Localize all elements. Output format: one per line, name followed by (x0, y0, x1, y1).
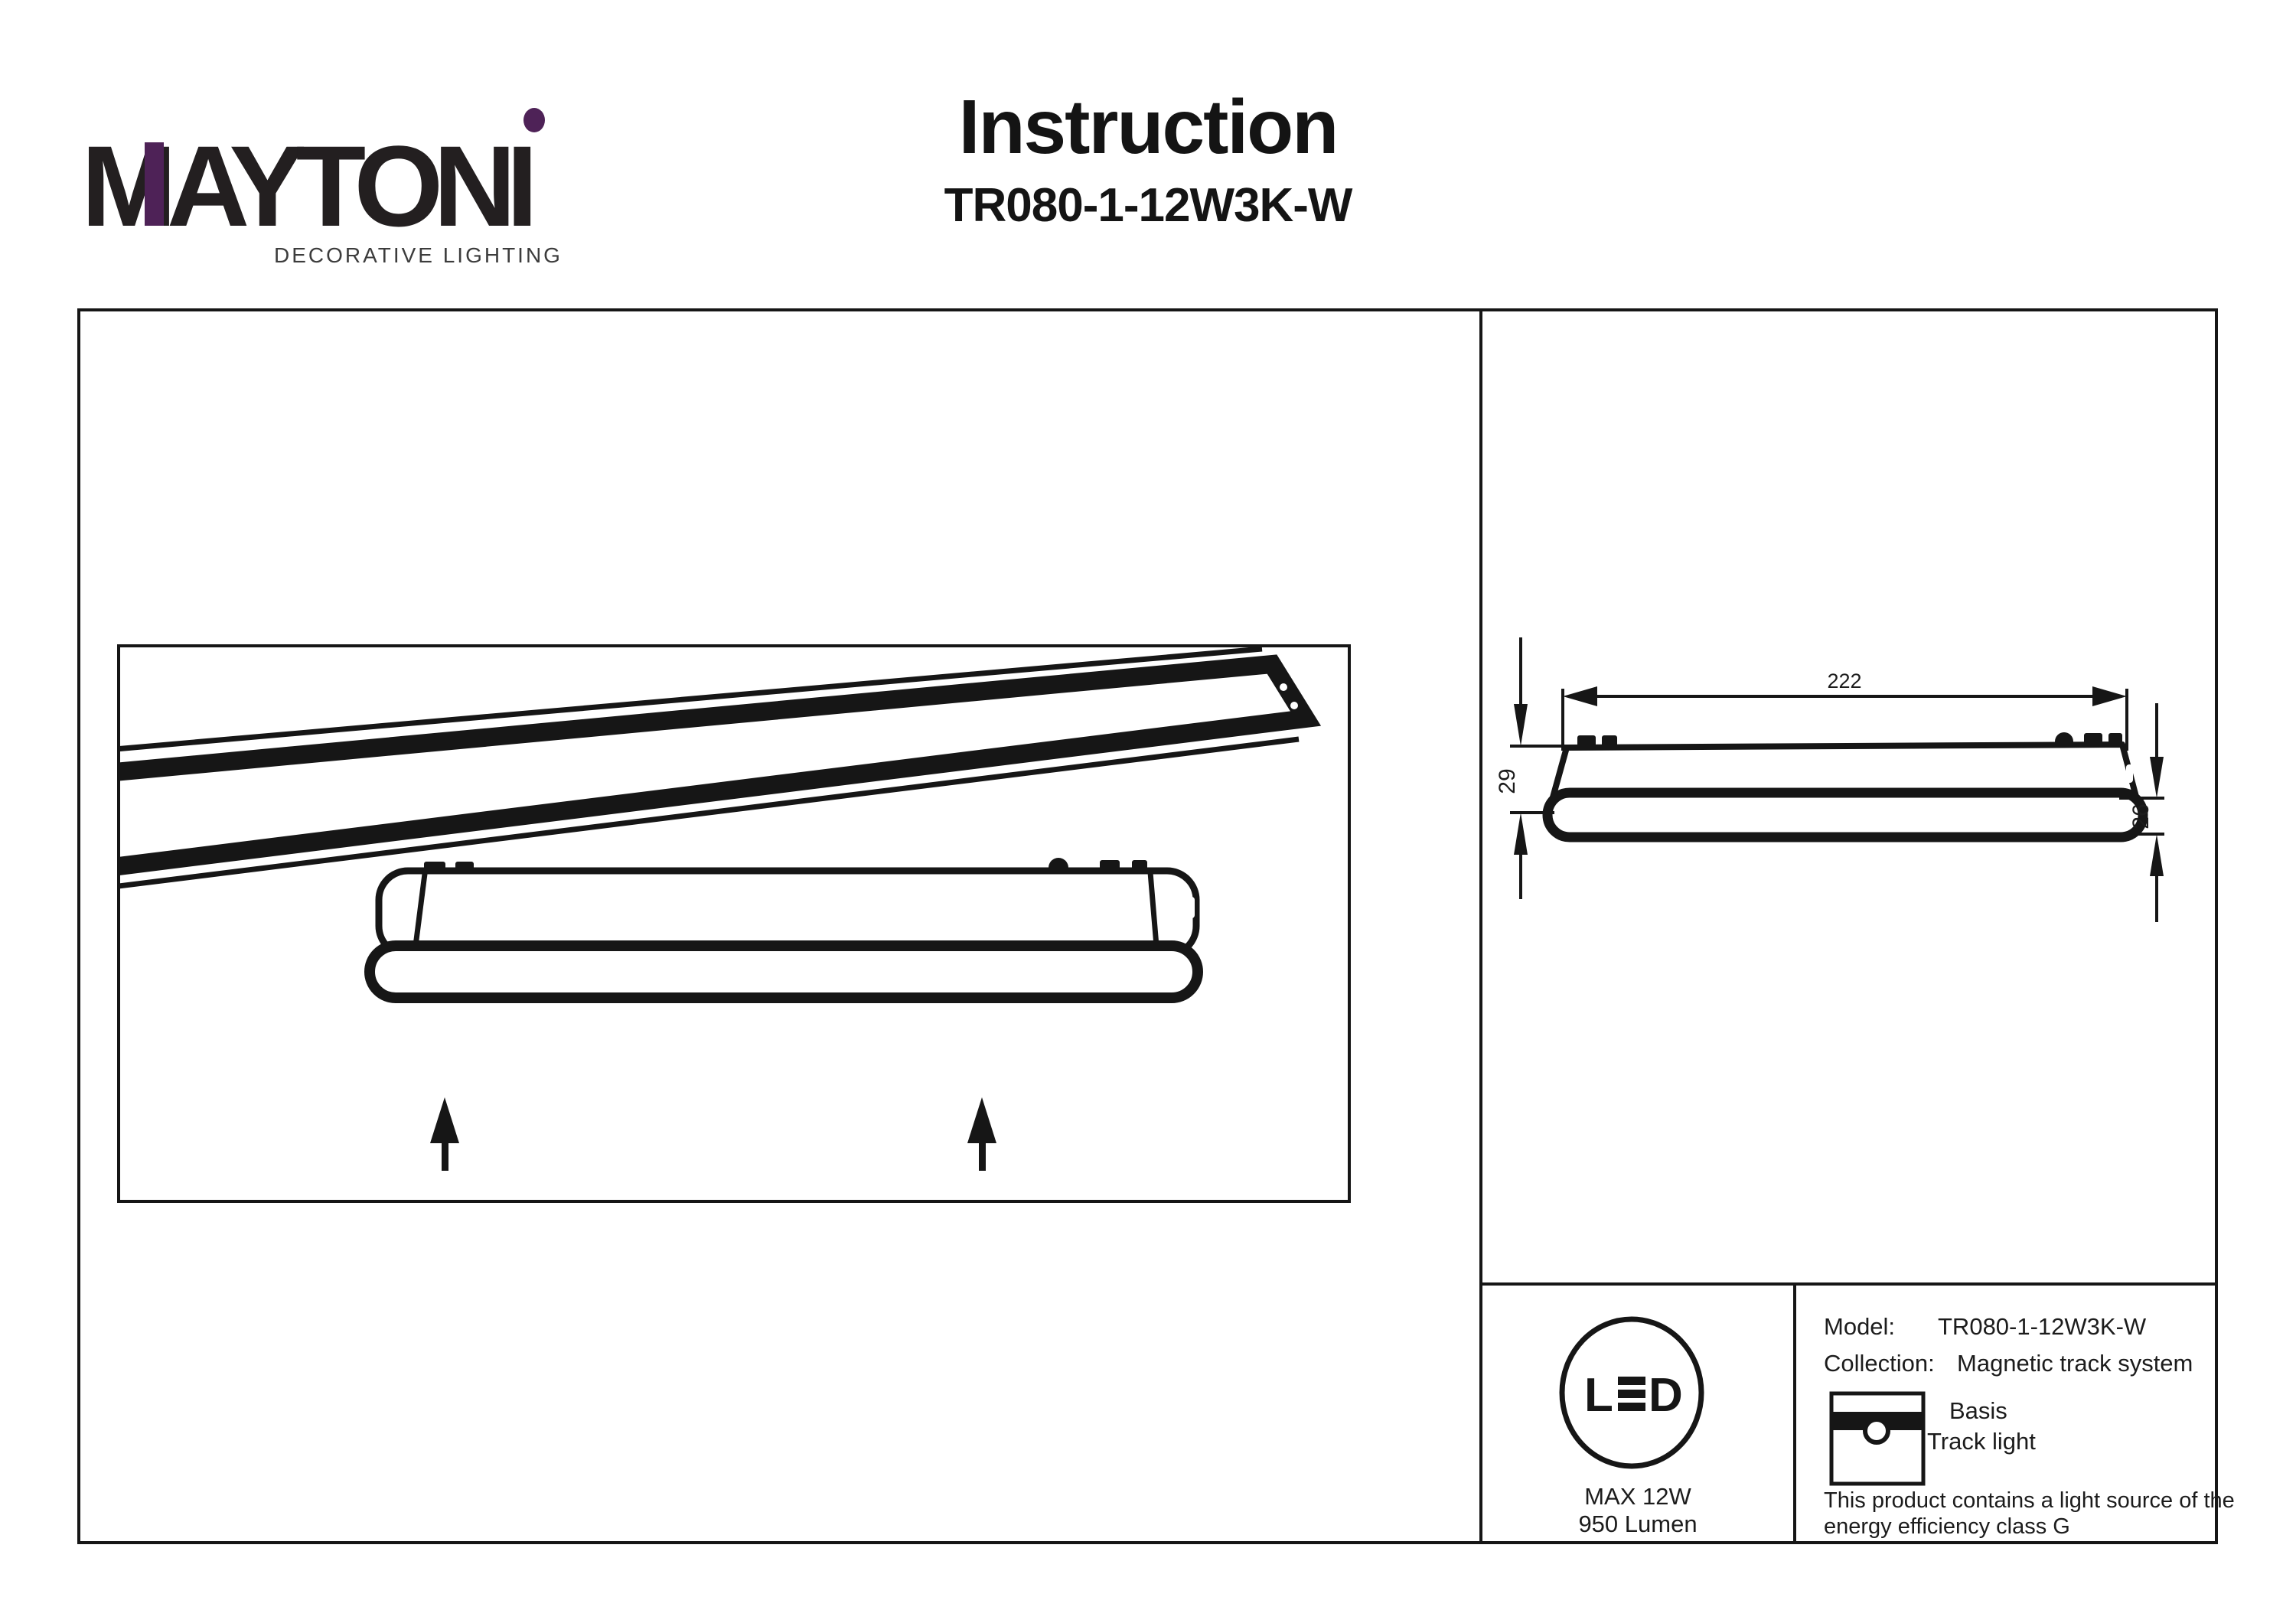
model-label: Model: (1824, 1313, 1896, 1340)
led-logo-icon: L D (1559, 1316, 1704, 1469)
luminous-flux-label: 950 Lumen (1578, 1511, 1698, 1537)
info-panel-top-divider (1481, 1282, 2218, 1286)
logo-accent-bar (145, 142, 164, 226)
magnetic-track-icon (120, 647, 1322, 889)
maytoni-wordmark-icon: MAYTONI (81, 108, 545, 250)
brand-logo: MAYTONI DECORATIVE LIGHTING (80, 80, 585, 279)
energy-note-line1: This product contains a light source of … (1824, 1488, 2235, 1513)
dimension-length (1561, 686, 2128, 751)
track-system-icon (1829, 1391, 1926, 1486)
mount-arrow-up-icon (430, 1097, 459, 1171)
dimension-lens-height-label: 26 (2128, 803, 2154, 829)
installation-drawing (120, 647, 1322, 1171)
mount-arrow-up-icon (967, 1097, 996, 1171)
main-vertical-divider (1479, 308, 1482, 1544)
logo-accent-dot-icon (523, 108, 545, 132)
dimension-length-label: 222 (1827, 670, 1861, 693)
led-letter-l: L (1584, 1369, 1613, 1422)
page-model-number: TR080-1-12W3K-W (944, 179, 1353, 232)
led-letter-e-bars (1618, 1377, 1645, 1411)
collection-label: Collection: (1824, 1350, 1935, 1377)
energy-note-line2: energy efficiency class G (1824, 1514, 2070, 1539)
dimension-drawing: 222 29 26 (1495, 637, 2164, 922)
info-panel-vertical-divider (1793, 1286, 1796, 1544)
logo-tagline: DECORATIVE LIGHTING (274, 243, 563, 267)
track-light-label: Track light (1927, 1428, 2036, 1455)
sheet-outer-border (77, 308, 2218, 1544)
track-light-icon (364, 858, 1203, 1003)
max-power-label: MAX 12W (1584, 1483, 1691, 1510)
dimension-height (1510, 637, 1567, 899)
model-value: TR080-1-12W3K-W (1938, 1313, 2147, 1340)
dimension-height-label: 29 (1495, 768, 1520, 794)
page-title: Instruction (958, 84, 1339, 170)
led-letter-d: D (1649, 1369, 1683, 1422)
collection-value: Magnetic track system (1957, 1350, 2193, 1377)
header: Instruction TR080-1-12W3K-W (804, 89, 1492, 230)
fixture-side-view-icon (1542, 732, 2148, 842)
dimension-lens-height (2119, 703, 2164, 922)
collection-basis-label: Basis (1949, 1397, 2007, 1424)
